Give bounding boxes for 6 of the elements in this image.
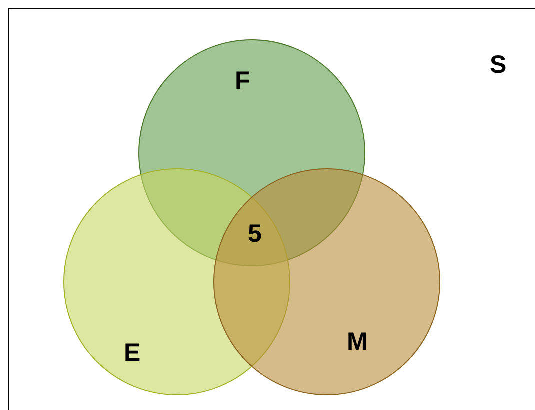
set-label: S [490, 53, 507, 78]
set-label: M [347, 330, 368, 355]
region-count: 5 [248, 222, 262, 247]
universe-frame [8, 8, 535, 410]
set-label: F [235, 69, 250, 94]
set-label: E [124, 341, 141, 366]
